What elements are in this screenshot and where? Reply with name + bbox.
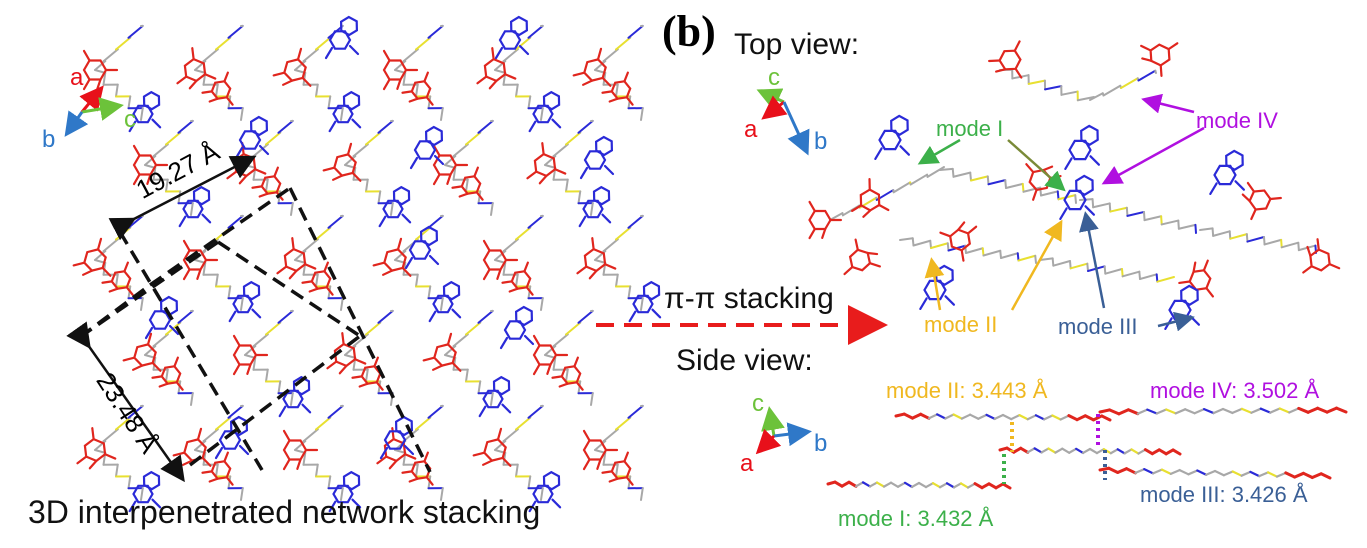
pi-stacking-label: π-π stacking <box>664 284 834 314</box>
axis-c-top: c <box>768 66 780 90</box>
axis-a-side: a <box>740 452 753 476</box>
figure-caption: 3D interpenetrated network stacking <box>28 496 540 528</box>
axis-b-left: b <box>42 128 55 152</box>
axis-b-side: b <box>814 432 827 456</box>
mode1-distance: mode I: 3.432 Å <box>838 508 993 530</box>
axis-triad-left <box>68 90 118 132</box>
axis-a-left: a <box>70 66 83 90</box>
mode3-label-top: mode III <box>1058 316 1137 338</box>
axis-triad-top <box>762 92 806 150</box>
side-view-title: Side view: <box>676 346 813 376</box>
side-view-molecules <box>828 408 1346 488</box>
mode4-distance: mode IV: 3.502 Å <box>1150 380 1319 402</box>
top-view-molecules <box>810 41 1340 328</box>
axis-triad-side <box>760 412 806 450</box>
mode4-label-top: mode IV <box>1196 110 1278 132</box>
axis-c-side: c <box>752 392 764 416</box>
mode1-label-top: mode I <box>936 118 1003 140</box>
panel-label: (b) <box>662 10 716 54</box>
axis-a-top: a <box>744 118 757 142</box>
top-view-title: Top view: <box>734 30 859 60</box>
axis-b-top: b <box>814 130 827 154</box>
axis-c-left: c <box>124 108 136 132</box>
mode2-label-top: mode II <box>924 314 997 336</box>
mode2-distance: mode II: 3.443 Å <box>886 380 1047 402</box>
mode3-distance: mode III: 3.426 Å <box>1140 484 1308 506</box>
